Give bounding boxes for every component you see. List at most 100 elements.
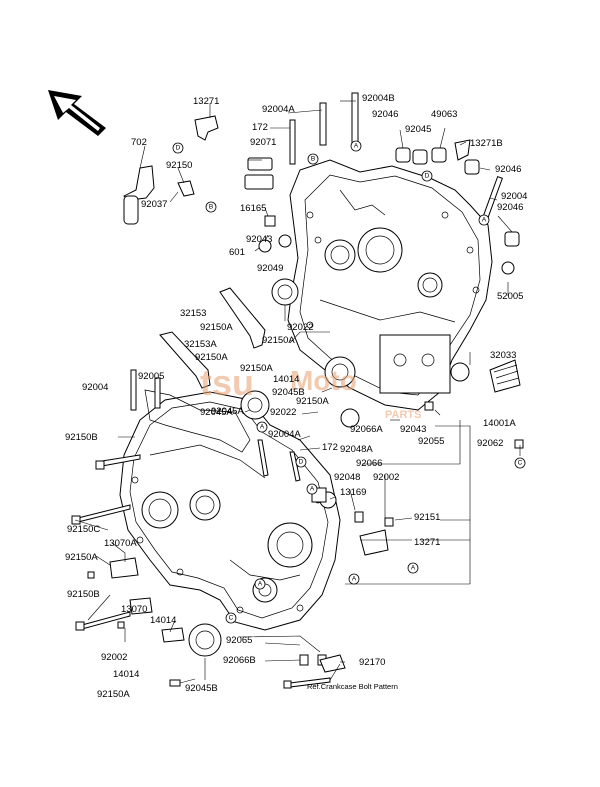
callout-marker-a: A [254, 578, 266, 590]
part-label-92005: 92005 [138, 371, 164, 382]
callout-marker-d: D [295, 456, 307, 468]
part-label-92043: 92043 [246, 234, 272, 245]
part-label-702: 702 [131, 137, 147, 148]
part-label-92066A: 92066A [350, 424, 383, 435]
part-label-32033: 32033 [490, 350, 516, 361]
part-label-92150A: 92150A [200, 322, 233, 333]
part-label-13271: 13271 [193, 96, 219, 107]
part-label-92002: 92002 [373, 472, 399, 483]
part-label-49063: 49063 [431, 109, 457, 120]
part-label-601: 601 [229, 247, 245, 258]
part-label-14014: 14014 [273, 374, 299, 385]
upper-crankcase-half [287, 159, 493, 411]
svg-text:PARTS: PARTS [385, 409, 421, 421]
part-label-52005: 52005 [497, 291, 523, 302]
callout-marker-c: C [225, 612, 237, 624]
svg-text:D: D [425, 173, 430, 180]
crankcase-bolt-pattern-note: Ref.Crankcase Bolt Pattern [307, 682, 398, 691]
front-direction-arrow-icon [48, 90, 106, 136]
svg-text:D: D [299, 459, 304, 466]
part-label-14001A: 14001A [483, 418, 516, 429]
part-label-92055: 92055 [418, 436, 444, 447]
svg-text:C: C [229, 615, 234, 622]
small-parts [109, 115, 521, 673]
part-label-14014: 14014 [113, 669, 139, 680]
part-label-92048A: 92048A [340, 444, 373, 455]
part-label-32153A: 32153A [184, 339, 217, 350]
part-label-92046: 92046 [372, 109, 398, 120]
bearings [188, 147, 520, 657]
part-label-92150B: 92150B [65, 432, 98, 443]
callout-marker-c: C [514, 457, 526, 469]
part-label-92150A: 92150A [195, 352, 228, 363]
circle-markers: D B B A A D A D A A A C C A [172, 140, 526, 624]
part-label-92045B: 92045B [185, 683, 218, 694]
part-label-92037: 92037 [141, 199, 167, 210]
part-label-92045A: 92045A [211, 406, 244, 417]
part-label-92045B: 92045B [272, 387, 305, 398]
part-label-92150C: 92150C [67, 524, 100, 535]
svg-text:D: D [176, 145, 181, 152]
part-label-13271: 13271 [414, 537, 440, 548]
part-label-92150A: 92150A [240, 363, 273, 374]
callout-marker-d: D [172, 142, 184, 154]
part-label-92150A: 92150A [296, 396, 329, 407]
part-label-92150B: 92150B [67, 589, 100, 600]
part-label-13070A: 13070A [104, 538, 137, 549]
part-label-92150A: 92150A [65, 552, 98, 563]
part-label-172: 172 [322, 442, 338, 453]
part-label-92170: 92170 [359, 657, 385, 668]
part-label-92151: 92151 [414, 512, 440, 523]
callout-marker-a: A [478, 214, 490, 226]
part-label-92004: 92004 [501, 191, 527, 202]
part-label-92022: 92022 [287, 322, 313, 333]
part-label-92071: 92071 [250, 137, 276, 148]
part-label-92065: 92065 [226, 635, 252, 646]
callout-marker-a: A [348, 573, 360, 585]
part-label-92150A: 92150A [97, 689, 130, 700]
svg-text:tsu: tsu [200, 362, 254, 403]
svg-text:A: A [310, 486, 315, 493]
part-label-92043: 92043 [400, 424, 426, 435]
part-label-92045A: 92045A [200, 407, 233, 418]
part-label-92004A: 92004A [268, 429, 301, 440]
svg-text:A: A [352, 576, 357, 583]
part-label-92049: 92049 [257, 263, 283, 274]
svg-text:A: A [482, 217, 487, 224]
part-label-92150: 92150 [166, 160, 192, 171]
part-label-92046: 92046 [495, 164, 521, 175]
part-label-92066: 92066 [356, 458, 382, 469]
part-label-13169: 13169 [340, 487, 366, 498]
callout-marker-b: B [307, 153, 319, 165]
part-label-92004A: 92004A [262, 104, 295, 115]
part-label-92002: 92002 [101, 652, 127, 663]
svg-text:A: A [258, 581, 263, 588]
part-label-13070: 13070 [121, 604, 147, 615]
part-label-92045: 92045 [405, 124, 431, 135]
part-label-92048: 92048 [334, 472, 360, 483]
svg-text:A: A [354, 143, 359, 150]
part-label-16165: 16165 [240, 203, 266, 214]
callout-marker-a: A [306, 483, 318, 495]
part-label-92004: 92004 [82, 382, 108, 393]
svg-text:A: A [260, 424, 265, 431]
part-label-172: 172 [252, 122, 268, 133]
part-label-13271B: 13271B [470, 138, 503, 149]
part-label-92004B: 92004B [362, 93, 395, 104]
oil-pipes [144, 287, 266, 453]
part-label-14014: 14014 [150, 615, 176, 626]
part-label-92066B: 92066B [223, 655, 256, 666]
callout-marker-a: A [350, 140, 362, 152]
lower-crankcase-half [119, 391, 341, 631]
svg-text:B: B [311, 156, 315, 163]
part-label-92022: 92022 [270, 407, 296, 418]
part-number-labels: 13271702921509203792004A1729207116165920… [65, 93, 527, 700]
part-label-32153: 32153 [180, 308, 206, 319]
leader-lines [74, 100, 521, 684]
part-label-92046: 92046 [497, 202, 523, 213]
callout-marker-d: D [421, 170, 433, 182]
svg-text:B: B [209, 204, 213, 211]
svg-text:C: C [518, 460, 523, 467]
svg-text:A: A [411, 565, 416, 572]
